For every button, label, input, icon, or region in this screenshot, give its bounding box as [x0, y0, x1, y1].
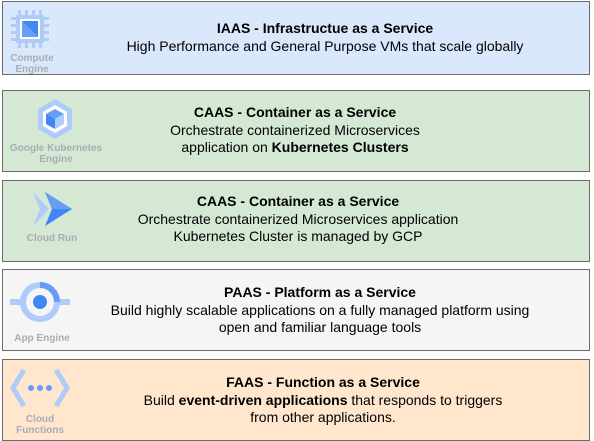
- iaas-title: IAAS - Infrastructue as a Service: [216, 20, 434, 36]
- event-driven-bold: event-driven applications: [178, 391, 348, 408]
- faas-desc-line2: from other applications.: [250, 409, 396, 425]
- kubernetes-engine-icon: [38, 99, 72, 139]
- faas-text: FAAS - Function as a Service Build event…: [80, 374, 566, 427]
- kubernetes-clusters-bold: Kubernetes Clusters: [271, 139, 409, 155]
- caas-gke-desc-line2: application on Kubernetes Clusters: [181, 139, 409, 155]
- paas-title: PAAS - Platform as a Service: [224, 284, 416, 300]
- cloud-run-icon: [33, 192, 72, 226]
- iaas-text: IAAS - Infrastructue as a Service High P…: [60, 20, 590, 55]
- paas-box: [2, 269, 590, 351]
- caas-gke-text: CAAS - Container as a Service Orchestrat…: [110, 104, 480, 157]
- paas-text: PAAS - Platform as a Service Build highl…: [80, 284, 560, 337]
- caas-gke-title: CAAS - Container as a Service: [193, 104, 397, 120]
- app-engine-label: App Engine: [14, 333, 70, 344]
- cloud-run-label: Cloud Run: [26, 233, 78, 244]
- iaas-description: High Performance and General Purpose VMs…: [126, 37, 524, 54]
- caas-cloud-run-desc-line1: Orchestrate containerized Microservices …: [137, 210, 459, 227]
- cloud-functions-label: Cloud Functions: [16, 414, 64, 436]
- app-engine-icon: [10, 282, 70, 322]
- caas-cloud-run-box: [2, 180, 590, 262]
- cloud-functions-icon: [10, 368, 70, 408]
- faas-desc-line1: Build event-driven applications that res…: [143, 391, 503, 408]
- faas-box: [2, 359, 590, 441]
- iaas-box: [2, 1, 590, 75]
- caas-cloud-run-desc-line2: Kubernetes Cluster is managed by GCP: [173, 228, 423, 244]
- caas-cloud-run-text: CAAS - Container as a Service Orchestrat…: [60, 193, 536, 246]
- compute-engine-label: Compute Engine: [10, 53, 54, 75]
- caas-cloud-run-title: CAAS - Container as a Service: [196, 193, 400, 209]
- faas-title: FAAS - Function as a Service: [226, 374, 420, 390]
- compute-engine-icon: [11, 10, 49, 48]
- caas-gke-desc-line1: Orchestrate containerized Microservices: [170, 121, 420, 138]
- paas-desc-line2: open and familiar language tools: [218, 319, 422, 335]
- caas-gke-box: [2, 90, 590, 172]
- kubernetes-engine-label: Google Kubernetes Engine: [9, 143, 103, 165]
- paas-desc-line1: Build highly scalable applications on a …: [110, 301, 530, 318]
